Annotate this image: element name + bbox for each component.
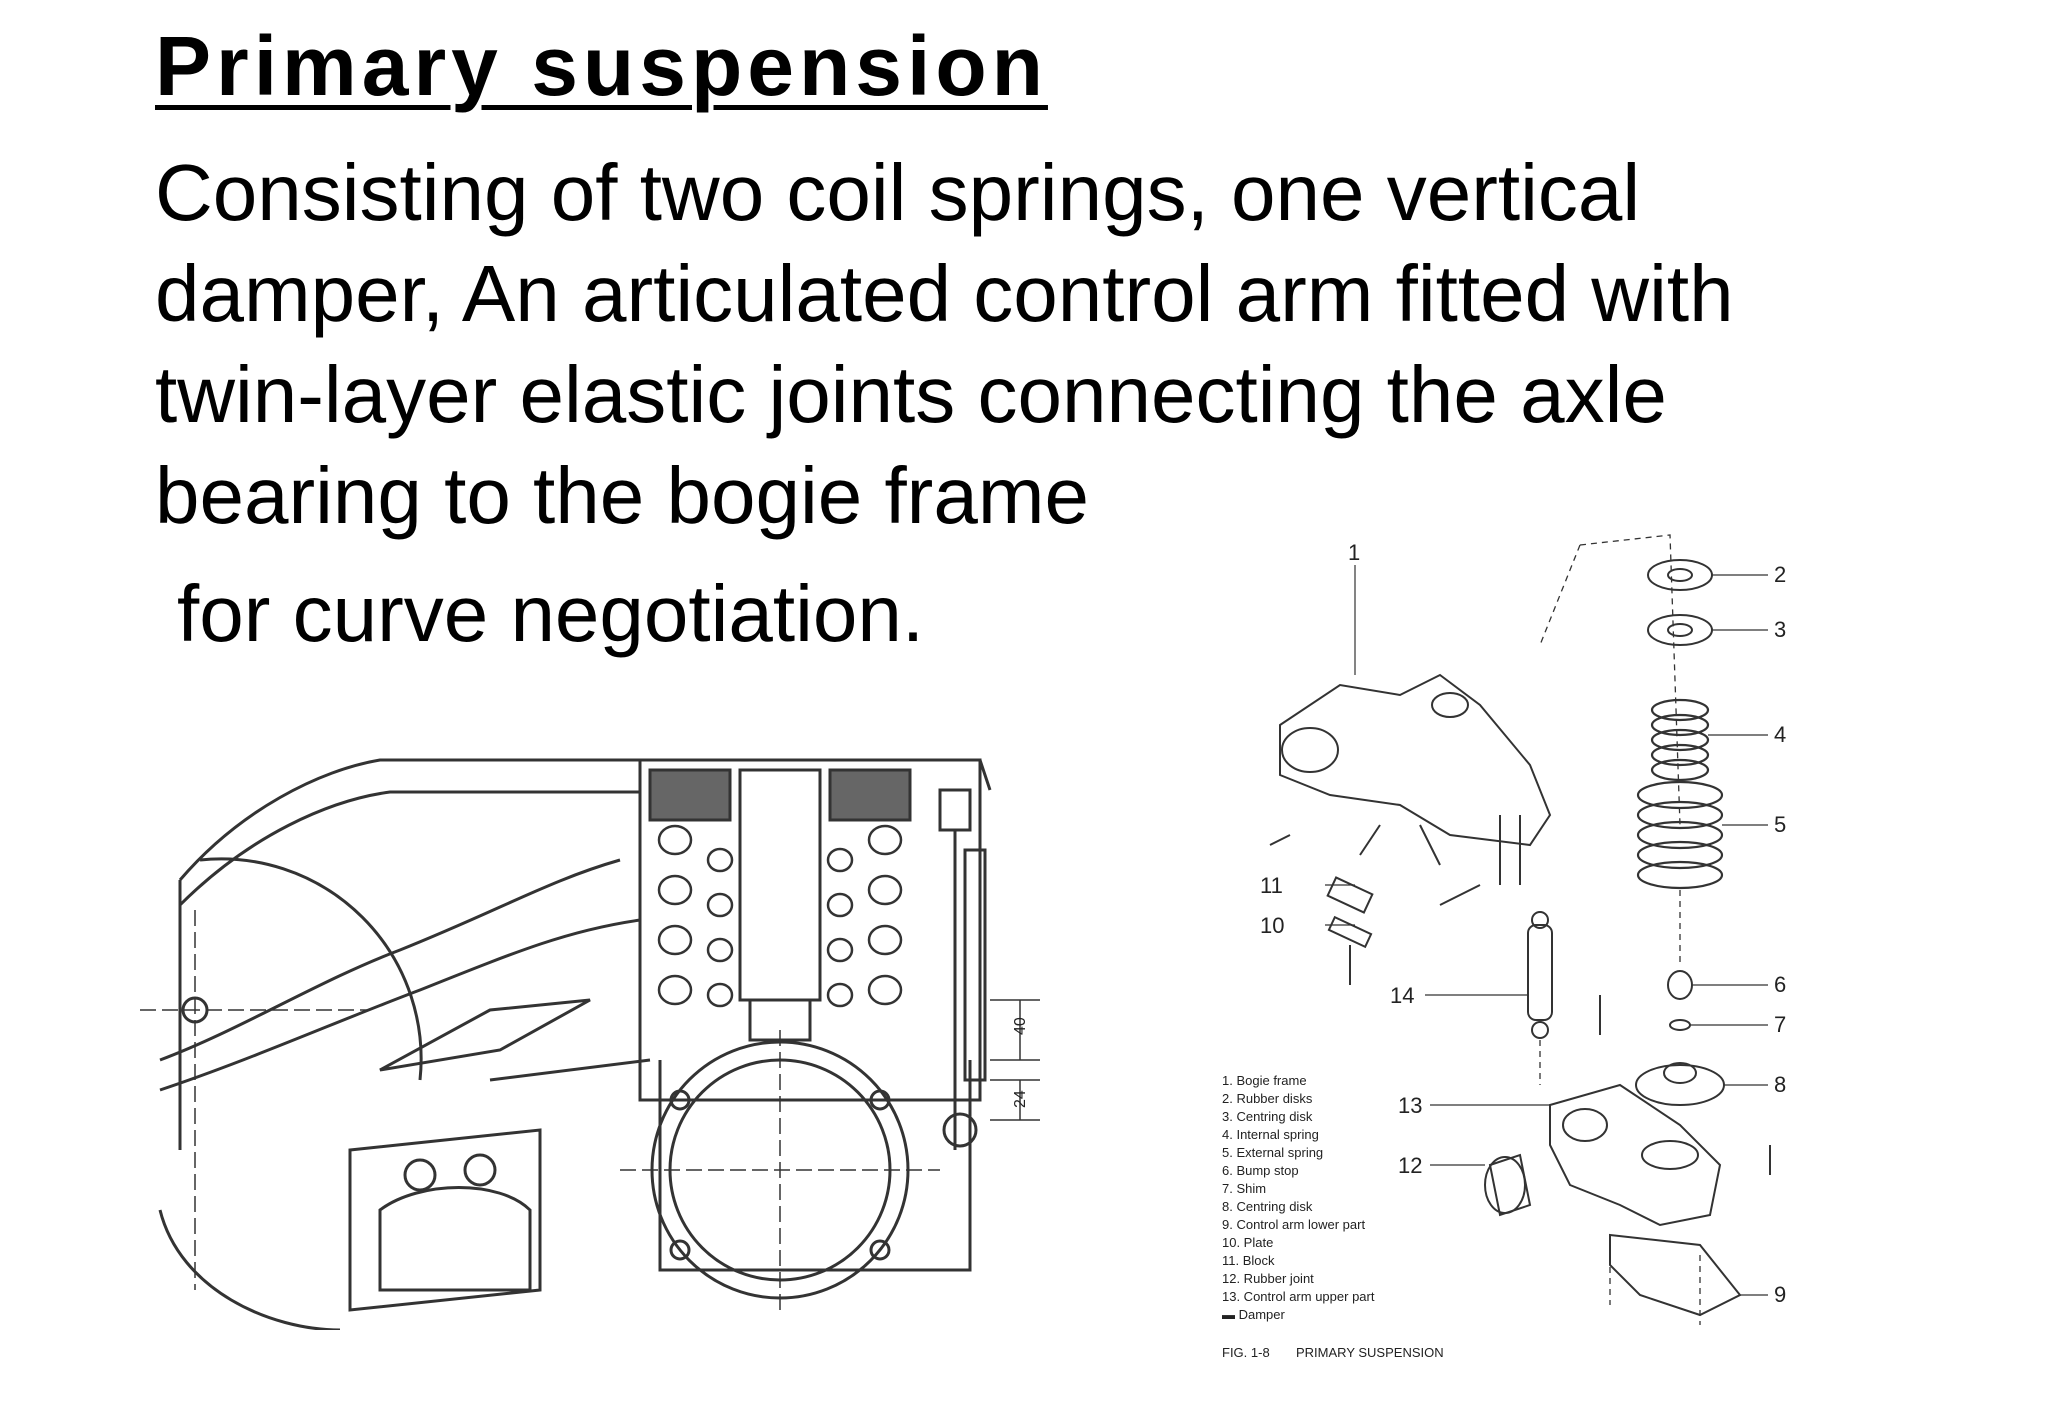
callout-7: 7: [1774, 1012, 1786, 1037]
body-line-2: damper, An articulated control arm fitte…: [155, 249, 1734, 338]
callout-5: 5: [1774, 812, 1786, 837]
legend-item: 6. Bump stop: [1222, 1163, 1299, 1178]
cross-section-drawing: 40 24: [140, 758, 1040, 1330]
dimension-label-24: 24: [1012, 1090, 1029, 1108]
legend-item: 12. Rubber joint: [1222, 1271, 1314, 1286]
legend-item: 9. Control arm lower part: [1222, 1217, 1365, 1232]
callout-11: 11: [1260, 873, 1283, 898]
body-line-4: bearing to the bogie frame: [155, 451, 1089, 540]
legend-item: 13. Control arm upper part: [1222, 1289, 1375, 1304]
legend-item: 1. Bogie frame: [1222, 1073, 1307, 1088]
callout-4: 4: [1774, 722, 1786, 747]
callout-10: 10: [1260, 913, 1284, 938]
dimension-label-40: 40: [1012, 1017, 1029, 1035]
slide-body: Consisting of two coil springs, one vert…: [155, 142, 2035, 546]
callout-6: 6: [1774, 972, 1786, 997]
legend-item: ▬ Damper: [1222, 1307, 1286, 1322]
callout-8: 8: [1774, 1072, 1786, 1097]
figure-caption-title: PRIMARY SUSPENSION: [1296, 1345, 1444, 1360]
legend-item: 4. Internal spring: [1222, 1127, 1319, 1142]
callout-2: 2: [1774, 562, 1786, 587]
legend-item: 5. External spring: [1222, 1145, 1323, 1160]
body-line-5: for curve negotiation.: [177, 569, 925, 658]
callout-9: 9: [1774, 1282, 1786, 1307]
legend-item: 7. Shim: [1222, 1181, 1266, 1196]
callout-12: 12: [1398, 1153, 1422, 1178]
callout-14: 14: [1390, 983, 1414, 1008]
body-line-1: Consisting of two coil springs, one vert…: [155, 148, 1641, 237]
callout-1: 1: [1348, 540, 1360, 565]
legend-item: 10. Plate: [1222, 1235, 1273, 1250]
legend-item: 3. Centring disk: [1222, 1109, 1313, 1124]
callout-3: 3: [1774, 617, 1786, 642]
legend-item: 8. Centring disk: [1222, 1199, 1313, 1214]
legend-item: 2. Rubber disks: [1222, 1091, 1313, 1106]
parts-legend: 1. Bogie frame 2. Rubber disks 3. Centri…: [1222, 1073, 1375, 1322]
exploded-view-diagram: 1 2 3 4 5 6 7 8 9 10 11 12 13 14 1. Bogi…: [1222, 534, 1786, 1360]
slide-title: Primary suspension: [155, 19, 1048, 113]
legend-item: 11. Block: [1222, 1253, 1275, 1268]
callout-13: 13: [1398, 1093, 1422, 1118]
figure-caption-number: FIG. 1-8: [1222, 1345, 1270, 1360]
body-line-3: twin-layer elastic joints connecting the…: [155, 350, 1667, 439]
